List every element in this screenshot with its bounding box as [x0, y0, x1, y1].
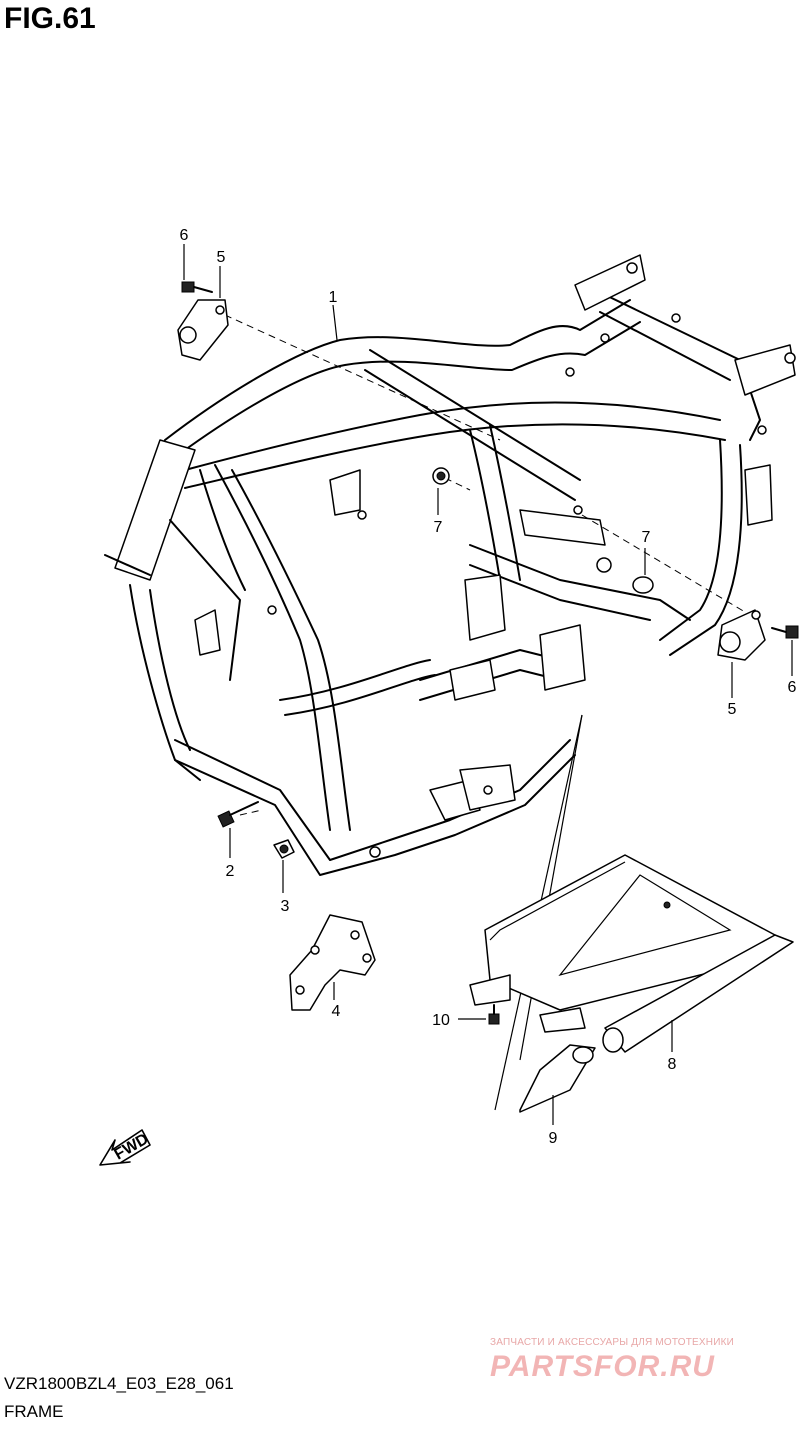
figure-title: FIG.61 [4, 2, 96, 35]
watermark-brand: PARTSFOR.RU [490, 1350, 715, 1383]
cover-9 [519, 1044, 596, 1125]
bracket-4 [289, 914, 376, 1011]
callout-part-5-right: 5 [728, 701, 737, 718]
nut-3 [273, 839, 295, 893]
part-group-name: FRAME [4, 1402, 64, 1421]
mount-5-right [717, 609, 766, 698]
bolt-2 [217, 801, 259, 858]
assembly-line-right-mount [581, 514, 746, 613]
bolt-6-left [181, 244, 213, 293]
callout-part-7-right: 7 [642, 529, 651, 546]
callout-part-2: 2 [226, 863, 235, 880]
callout-part-6-right: 6 [788, 679, 797, 696]
bolt-10 [458, 1004, 500, 1025]
assembly-line-skid-right [519, 714, 583, 1061]
watermark-tagline: ЗАПЧАСТИ И АКСЕССУАРЫ ДЛЯ МОТОТЕХНИКИ [490, 1337, 735, 1348]
callout-part-9: 9 [549, 1130, 558, 1147]
callout-part-1: 1 [329, 289, 338, 306]
fwd-arrow-icon: FWD [99, 1129, 152, 1166]
assembly-line-bolt-2 [239, 809, 263, 816]
callout-part-7-center: 7 [434, 519, 443, 536]
bolt-6-right [771, 625, 799, 676]
assembly-line-left-mount [224, 314, 501, 441]
fwd-label: FWD [112, 1131, 152, 1164]
mount-5-left [177, 266, 229, 361]
callout-part-4: 4 [332, 1003, 341, 1020]
model-code: VZR1800BZL4_E03_E28_061 [4, 1374, 234, 1393]
plug-7-center [432, 467, 450, 515]
callout-part-5-left: 5 [217, 249, 226, 266]
guard-8 [469, 854, 794, 1053]
assembly-line-plug [444, 477, 471, 491]
callout-part-3: 3 [281, 898, 290, 915]
callout-part-6-left: 6 [180, 227, 189, 244]
callout-part-8: 8 [668, 1056, 677, 1073]
plug-7-right [632, 548, 654, 594]
callout-part-10: 10 [432, 1012, 450, 1029]
main-frame [104, 254, 796, 876]
